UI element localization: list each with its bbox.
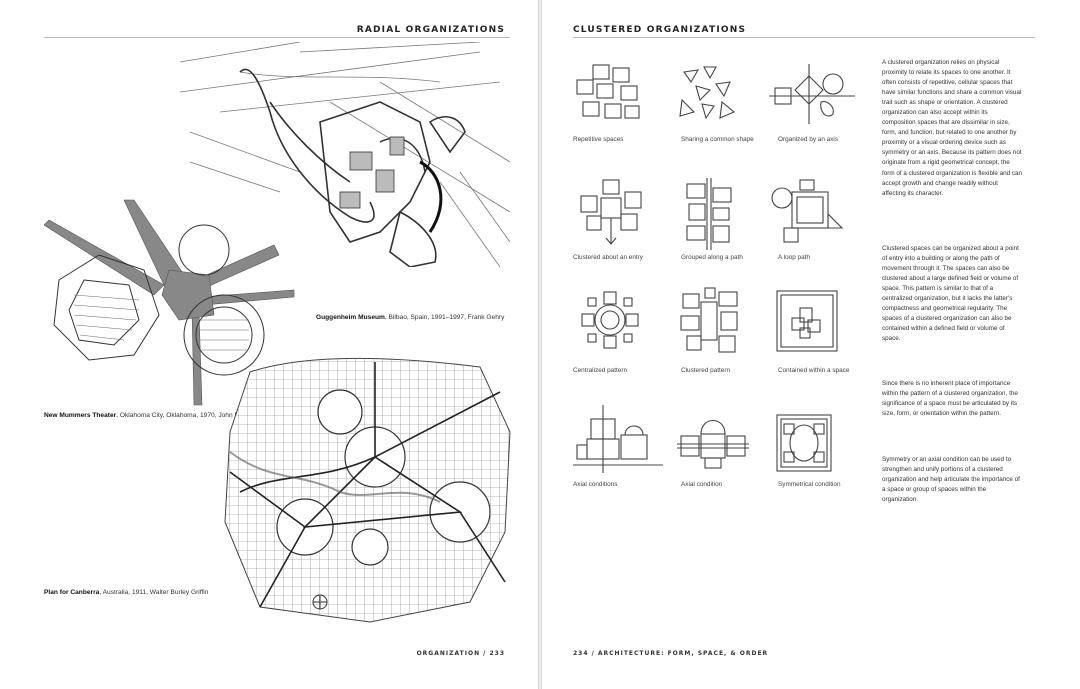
axial-conditions-icon <box>573 405 663 475</box>
guggenheim-caption: Guggenheim Museum, Bilbao, Spain, 1991–1… <box>316 314 504 321</box>
diagram-label: A loop path <box>778 254 810 261</box>
mummers-theater-plan-drawing <box>44 195 304 410</box>
page-footer: ORGANIZATION / 233 <box>416 650 505 657</box>
body-paragraph: A clustered organization relies on physi… <box>882 59 1023 197</box>
diagram-label: Clustered about an entry <box>573 254 643 261</box>
diagram-label: Repetitive spaces <box>573 136 624 143</box>
header-rule <box>44 37 510 38</box>
mummers-caption: New Mummers Theater, Oklahoma City, Okla… <box>44 412 272 419</box>
body-paragraph: Since there is no inherent place of impo… <box>882 380 1018 418</box>
contained-space-icon <box>776 290 838 352</box>
symmetrical-condition-icon <box>776 414 832 474</box>
entry-cluster-icon <box>573 178 653 248</box>
figure-detail: , Oklahoma City, Oklahoma, 1970, John M.… <box>116 412 273 419</box>
diagram-label: Contained within a space <box>778 367 850 374</box>
figure-detail: , Australia, 1911, Walter Burley Griffin <box>99 589 209 596</box>
left-page: RADIAL ORGANIZATIONS <box>0 0 538 689</box>
body-paragraph: Clustered spaces can be organized about … <box>882 245 1019 343</box>
figure-detail: , Bilbao, Spain, 1991–1997, Frank Gehry <box>384 314 505 321</box>
diagram-label: Clustered pattern <box>681 367 731 374</box>
body-paragraph: Symmetry or an axial condition can be us… <box>882 456 1020 504</box>
guggenheim-plan-drawing <box>180 42 510 267</box>
centralized-pattern-icon <box>580 290 640 350</box>
loop-path-icon <box>770 178 845 250</box>
header-rule <box>573 37 1035 38</box>
repetitive-spaces-icon <box>573 60 653 130</box>
diagram-label: Axial condition <box>681 481 723 488</box>
canberra-caption: Plan for Canberra, Australia, 1911, Walt… <box>44 589 208 596</box>
path-grouped-icon <box>679 178 739 250</box>
page-header: CLUSTERED ORGANIZATIONS <box>573 25 747 35</box>
axis-organized-icon <box>767 62 857 127</box>
diagram-label: Sharing a common shape <box>681 136 754 143</box>
figure-title: Plan for Canberra <box>44 589 100 596</box>
right-page: CLUSTERED ORGANIZATIONS Repetitive space… <box>542 0 1080 689</box>
diagram-label: Centralized pattern <box>573 367 627 374</box>
common-shape-icon <box>674 62 744 127</box>
diagram-label: Grouped along a path <box>681 254 743 261</box>
canberra-plan-drawing <box>220 352 515 624</box>
clustered-pattern-icon <box>677 286 747 358</box>
diagram-label: Symmetrical condition <box>778 481 841 488</box>
page-header: RADIAL ORGANIZATIONS <box>356 25 505 35</box>
diagram-label: Organized by an axis <box>778 136 839 143</box>
figure-title: Guggenheim Museum <box>316 314 385 321</box>
axial-condition-icon <box>677 410 749 470</box>
book-gutter <box>538 0 542 689</box>
diagram-label: Axial conditions <box>573 481 618 488</box>
page-footer: 234 / ARCHITECTURE: FORM, SPACE, & ORDER <box>573 650 769 657</box>
figure-title: New Mummers Theater <box>44 412 117 419</box>
